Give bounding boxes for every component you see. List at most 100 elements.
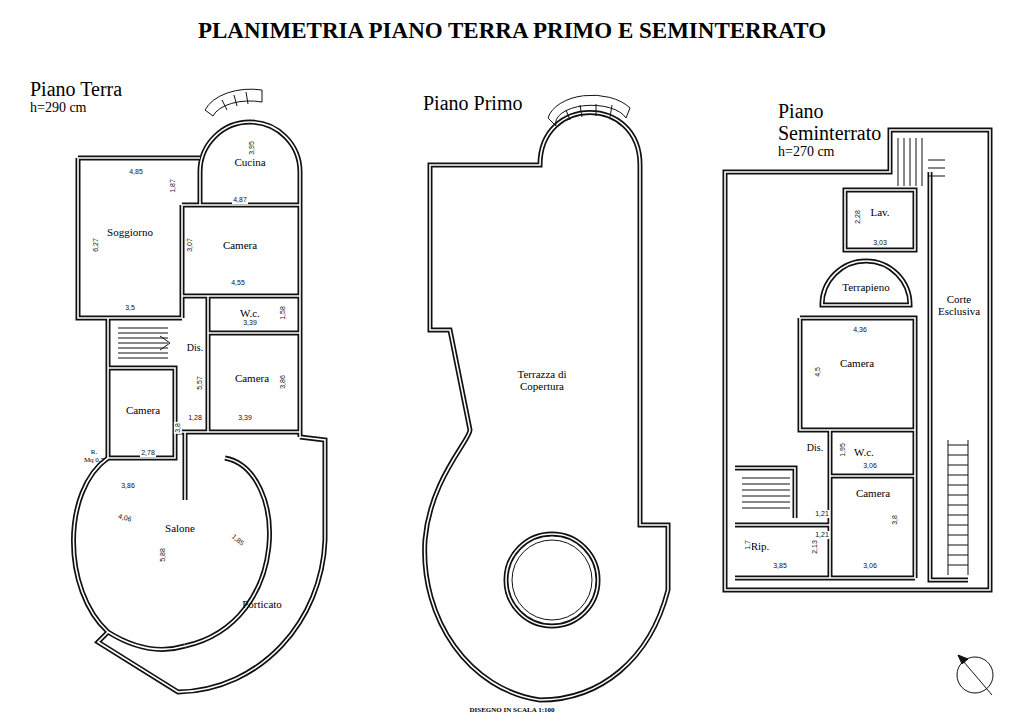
dimension-label: 3,39: [242, 319, 258, 327]
floor-heading: Piano Seminterrato: [778, 100, 896, 144]
wall-line: [948, 440, 968, 575]
room-label: Dis.: [801, 441, 829, 454]
wall-line: [205, 89, 262, 116]
wall-line: [930, 172, 968, 580]
wall-line: [725, 130, 990, 590]
room-name: Terrazza di Copertura: [498, 368, 586, 392]
dimension-label: 3,95: [248, 140, 256, 156]
wall-line: [200, 122, 300, 437]
room-label: Camera: [210, 238, 270, 252]
dimension-label: 2,78: [140, 449, 156, 457]
wall-line: [845, 190, 915, 250]
floor-plan: Piano Seminterratoh=270 cmLav.Terrapieno…: [722, 100, 992, 592]
dimension-label: 3,86: [120, 482, 136, 490]
wall-line: [74, 113, 991, 701]
room-label: Cucina: [220, 155, 280, 169]
dimension-label: 2,28: [854, 209, 862, 225]
dimension-label: 3,86: [279, 374, 287, 390]
room-name: R.: [80, 448, 108, 456]
wall-line: [74, 458, 109, 632]
dimension-label: 4,5: [814, 366, 822, 378]
room-label: Soggiorno: [95, 225, 165, 239]
dimension-label: 3,07: [186, 237, 194, 253]
wall-line: [566, 104, 612, 120]
dimension-label: 5,88: [159, 547, 167, 563]
wall-line: [78, 158, 108, 318]
wall-line: [98, 437, 325, 692]
dimension-label: 3,8: [174, 422, 182, 434]
wall-line: [74, 113, 991, 701]
dimension-label: 1,58: [279, 305, 287, 321]
room-name: Salone: [156, 522, 204, 534]
room-label: Terrazza di Copertura: [497, 367, 587, 393]
dimension-label: 1,7: [744, 539, 752, 551]
dimension-label: 1,85: [229, 532, 246, 548]
dimension-label: 3,8: [891, 514, 899, 526]
dimension-label: 3,5: [124, 304, 136, 312]
floor-plan: Piano PrimoTerrazza di Copertura: [415, 92, 675, 704]
wall-line: [74, 113, 991, 701]
wall-line: [958, 655, 968, 664]
dimension-label: 1,95: [839, 442, 847, 458]
room-name: Cucina: [221, 156, 279, 168]
room-name: Camera: [828, 357, 886, 369]
room-name: Camera: [211, 239, 269, 251]
room-label: R.Mq 0.7: [79, 447, 109, 465]
dimension-label: 1,87: [169, 178, 177, 194]
dimension-label: 3,85: [772, 562, 788, 570]
wall-line: [222, 92, 248, 110]
dimension-label: 4,55: [230, 279, 246, 287]
wall-line: [735, 468, 795, 518]
wall-line: [160, 336, 170, 350]
room-label: Corte Esclusiva: [931, 292, 987, 318]
dimension-label: 2,13: [811, 539, 819, 555]
dimension-label: 4,36: [852, 326, 868, 334]
wall-line: [108, 632, 185, 649]
wall-line: [108, 368, 175, 458]
dimension-label: 3,03: [872, 239, 888, 247]
dimension-label: 4,87: [232, 196, 248, 204]
room-name: W.c.: [231, 307, 269, 319]
room-label: Dis.: [182, 341, 208, 354]
wall-line: [948, 445, 968, 565]
wall-line: [548, 95, 630, 126]
room-name: Camera: [114, 404, 172, 416]
wall-line: [425, 113, 668, 701]
room-name: Terrapieno: [836, 281, 896, 293]
dimension-label: 3,06: [862, 462, 878, 470]
room-name: Dis.: [802, 442, 828, 453]
wall-line: [118, 89, 993, 695]
room-name: Soggiorno: [96, 226, 164, 238]
dimension-label: 5,57: [196, 375, 204, 391]
floor-heading: Piano Primo: [423, 92, 675, 114]
room-name: Porticato: [233, 598, 291, 610]
room-name: Lav.: [861, 206, 899, 218]
floor-heading: Piano Terra: [30, 78, 325, 100]
room-name: Corte Esclusiva: [932, 293, 986, 317]
room-label: Camera: [848, 486, 898, 500]
scale-caption: DISEGNO IN SCALA 1:100: [0, 706, 1024, 715]
wall-line: [800, 318, 915, 578]
dimension-label: 6,27: [92, 237, 100, 253]
wall-line: [898, 138, 945, 186]
room-name: Dis.: [183, 342, 207, 353]
room-name: Camera: [223, 372, 281, 384]
room-label: Camera: [222, 371, 282, 385]
room-label: W.c.: [844, 445, 884, 459]
wall-line: [185, 458, 269, 646]
room-label: Terrapieno: [835, 280, 897, 294]
dimension-label: 1,21: [814, 510, 830, 518]
floor-height: h=290 cm: [30, 100, 325, 116]
wall-line: [512, 540, 592, 620]
dimension-label: 4,85: [128, 168, 144, 176]
wall-line: [822, 261, 910, 305]
dimension-label: 3,06: [862, 562, 878, 570]
dimension-label: 4,06: [116, 512, 133, 524]
room-label: Camera: [113, 403, 173, 417]
room-label: Lav.: [860, 205, 900, 219]
room-label: Salone: [155, 521, 205, 535]
wall-line: [958, 655, 992, 695]
room-label: W.c.: [230, 306, 270, 320]
dimension-label: 3,39: [237, 414, 253, 422]
